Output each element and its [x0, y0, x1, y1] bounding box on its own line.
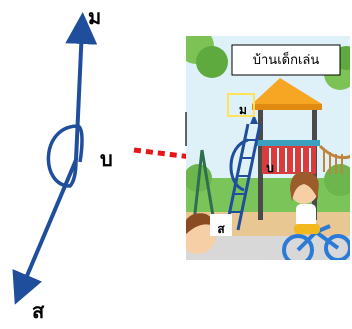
- direction-diagram: ม บ ส: [12, 5, 113, 323]
- label-middle-point: บ: [100, 147, 113, 171]
- angle-arc-top: [76, 124, 84, 163]
- illustration-arrowhead-top: [250, 114, 258, 124]
- angle-arc: [46, 124, 79, 188]
- title-sign-text: บ้านเด็กเล่น: [253, 50, 320, 68]
- swing-frame: [192, 149, 204, 223]
- bushes: [186, 178, 350, 212]
- illustration-angle-arc: [229, 138, 249, 192]
- girl-shirt: [296, 204, 316, 228]
- roof-base: [252, 104, 322, 110]
- child-peeking: [186, 213, 216, 254]
- child-on-bicycle: [282, 171, 350, 260]
- post: [258, 110, 263, 220]
- bicycle-wheel: [282, 234, 314, 260]
- illustration-label-bottom: ส: [217, 222, 225, 236]
- label-top-point: ม: [88, 5, 101, 29]
- bicycle-wheel: [324, 234, 350, 260]
- platform: [256, 140, 320, 146]
- tree-foliage: [196, 46, 228, 78]
- swing-frame: [200, 149, 216, 223]
- arrow-to-top-point: [65, 12, 98, 161]
- rope-bridge-slats: [323, 148, 343, 174]
- title-sign: [231, 44, 341, 76]
- arrow-to-bottom-point: [12, 159, 78, 305]
- label-box-top: [227, 93, 255, 117]
- illustration-label-top: ม: [239, 103, 247, 117]
- label-box-bottom: [210, 214, 232, 236]
- label-bottom-point: ส: [32, 299, 45, 323]
- illustration-label-middle: บ: [266, 161, 274, 175]
- boy-hair: [186, 213, 214, 235]
- girl-hair: [290, 171, 319, 202]
- playground-illustration: [186, 36, 350, 260]
- railing-slats: [269, 148, 311, 172]
- girl-skirt: [294, 224, 320, 234]
- roof: [252, 78, 322, 104]
